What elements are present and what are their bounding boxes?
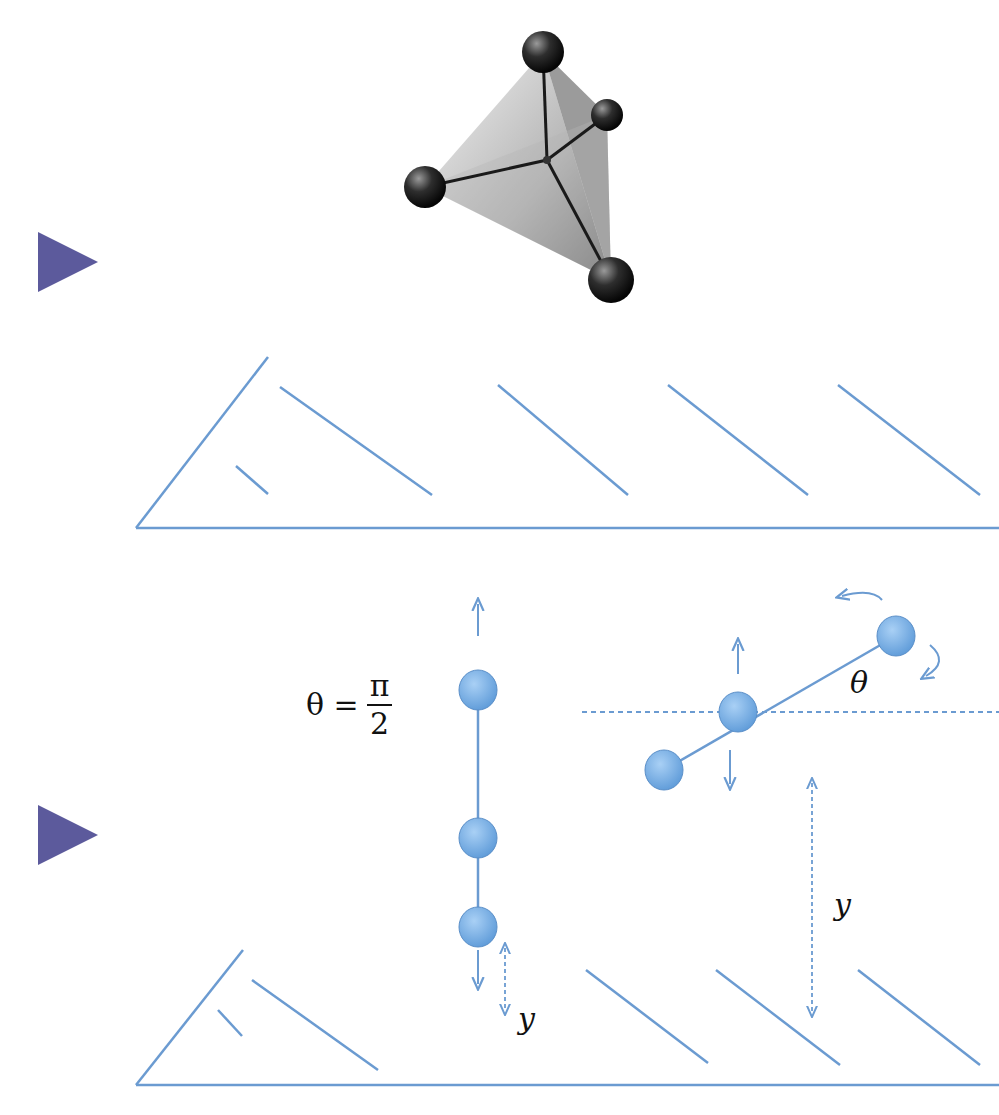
fraction-denominator: 2 — [370, 709, 389, 739]
fraction-numerator: π — [370, 671, 390, 701]
fraction-bar — [367, 704, 393, 706]
angle-label: θ — [850, 668, 868, 698]
bullet-triangle — [38, 232, 98, 292]
bullet-triangle — [38, 805, 98, 865]
hatched-wall — [136, 950, 999, 1085]
distance-label: y — [518, 1004, 535, 1034]
tetrahedral-molecule — [404, 31, 634, 303]
vertical-molecule — [459, 604, 505, 1010]
distance-label: y — [834, 890, 851, 920]
hatched-wall — [136, 357, 999, 528]
tilted-molecule — [582, 593, 999, 1012]
angle-equation: θ = — [306, 690, 359, 720]
